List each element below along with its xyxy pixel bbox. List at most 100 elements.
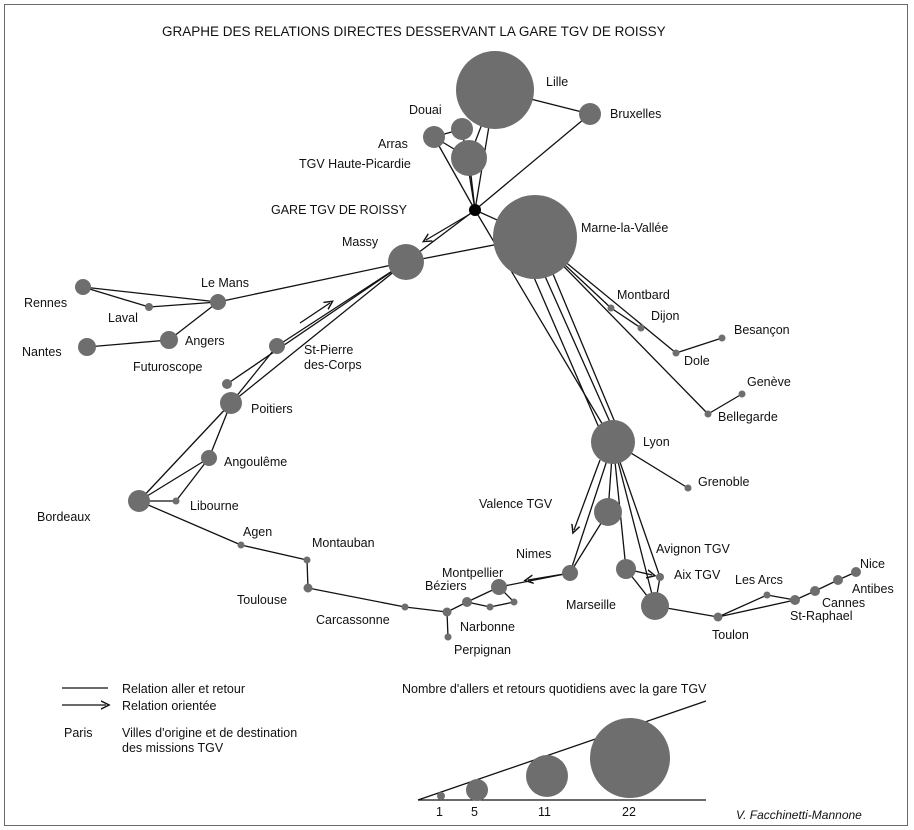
- label-montauban: Montauban: [312, 536, 375, 550]
- edge-sete-agde: [489, 601, 515, 608]
- node-agde: [510, 598, 518, 606]
- legend-size-5: [466, 779, 488, 801]
- node-toulouse: [303, 583, 313, 593]
- edge-lyon-nimes: [569, 441, 614, 574]
- edge-massy-lemans: [217, 261, 407, 303]
- node-lyon: [591, 420, 635, 464]
- edge-montauban-toulouse: [306, 559, 309, 589]
- node-dijon: [637, 324, 645, 332]
- label-les-arcs: Les Arcs: [735, 573, 783, 587]
- label-massy: Massy: [342, 235, 379, 249]
- edge-carcassonne-narbonne: [404, 606, 448, 613]
- label-toulon: Toulon: [712, 628, 749, 642]
- edge-marne-lyon-c: [547, 261, 625, 445]
- edge-roissy-bruxelles: [474, 113, 591, 211]
- label-besancon: Besançon: [734, 323, 790, 337]
- legend-arrow-label: Relation orientée: [122, 699, 217, 713]
- label-grenoble: Grenoble: [698, 475, 749, 489]
- label-avignon: Avignon TGV: [656, 542, 731, 556]
- edge-lemans-rennes: [82, 286, 219, 303]
- edge-roissy-massy-oriented: [426, 213, 471, 240]
- node-massy: [388, 244, 424, 280]
- legend-size-title: Nombre d'allers et retours quotidiens av…: [402, 682, 707, 696]
- label-lille: Lille: [546, 75, 568, 89]
- edge-lyon-aix: [612, 441, 661, 578]
- edge-bellegarde-geneve: [707, 393, 743, 415]
- edge-agen-montauban: [240, 544, 308, 561]
- node-narbonne: [442, 607, 452, 617]
- legend-wedge-top: [417, 700, 707, 801]
- diagram-title: GRAPHE DES RELATIONS DIRECTES DESSERVANT…: [162, 24, 666, 39]
- label-cannes: Cannes: [822, 596, 865, 610]
- label-antibes: Antibes: [852, 582, 894, 596]
- city-labels: Lille Douai Bruxelles Arras TGV Haute-Pi…: [22, 75, 894, 657]
- label-bruxelles: Bruxelles: [610, 107, 661, 121]
- label-perpignan: Perpignan: [454, 643, 511, 657]
- label-nantes: Nantes: [22, 345, 62, 359]
- label-carcassonne: Carcassonne: [316, 613, 390, 627]
- label-geneve: Genève: [747, 375, 791, 389]
- node-montbard: [607, 304, 615, 312]
- label-arras: Arras: [378, 137, 408, 151]
- label-dijon: Dijon: [651, 309, 680, 323]
- node-roissy-hub: [469, 204, 481, 216]
- legend-cities-label-1: Villes d'origine et de destination: [122, 726, 297, 740]
- node-rennes: [75, 279, 91, 295]
- node-nice: [851, 567, 861, 577]
- node-beziers: [462, 597, 472, 607]
- edge-rennes-laval: [82, 286, 150, 308]
- node-valence: [594, 498, 622, 526]
- label-marne: Marne-la-Vallée: [581, 221, 668, 235]
- label-le-mans: Le Mans: [201, 276, 249, 290]
- edge-nantes-angers: [86, 339, 170, 348]
- legend-size-label-1: 1: [436, 805, 443, 819]
- legend-size-label-22: 22: [622, 805, 636, 819]
- node-angouleme: [201, 450, 217, 466]
- node-marne: [493, 195, 577, 279]
- label-poitiers: Poitiers: [251, 402, 293, 416]
- label-rennes: Rennes: [24, 296, 67, 310]
- node-dole: [672, 349, 680, 357]
- label-haute-picardie: TGV Haute-Picardie: [299, 157, 411, 171]
- node-st-pierre: [269, 338, 285, 354]
- label-futuroscope: Futuroscope: [133, 360, 203, 374]
- node-grenoble: [684, 484, 692, 492]
- label-montbard: Montbard: [617, 288, 670, 302]
- node-arras: [423, 126, 445, 148]
- label-roissy-hub: GARE TGV DE ROISSY: [271, 203, 408, 217]
- edge-dole-besancon: [675, 337, 723, 354]
- edge-bordeaux-agen: [138, 500, 242, 546]
- edge-lyon-nimes-oriented: [574, 459, 601, 530]
- author-credit: V. Facchinetti-Mannone: [736, 808, 862, 822]
- node-agen: [237, 541, 245, 549]
- label-douai: Douai: [409, 103, 442, 117]
- edge-angouleme-bordeaux: [138, 457, 210, 502]
- label-valence: Valence TGV: [479, 497, 553, 511]
- edge-angouleme-libourne: [175, 457, 210, 502]
- label-libourne: Libourne: [190, 499, 239, 513]
- node-les-arcs: [763, 591, 771, 599]
- legend-size-11: [526, 755, 568, 797]
- edge-stpierre-poitiers: [230, 345, 278, 404]
- node-geneve: [738, 390, 746, 398]
- node-bellegarde: [704, 410, 712, 418]
- label-agen: Agen: [243, 525, 272, 539]
- label-marseille: Marseille: [566, 598, 616, 612]
- label-angouleme: Angoulême: [224, 455, 287, 469]
- node-douai: [451, 118, 473, 140]
- edge-toulouse-carcassonne: [307, 587, 406, 608]
- node-carcassonne: [401, 603, 409, 611]
- edge-poitiers-bordeaux: [138, 402, 232, 502]
- node-le-mans: [210, 294, 226, 310]
- edge-lyon-marseille: [612, 441, 656, 607]
- edge-massy-poitiers: [230, 261, 407, 404]
- label-lyon: Lyon: [643, 435, 670, 449]
- node-montauban: [303, 556, 311, 564]
- node-angers: [160, 331, 178, 349]
- node-futuroscope: [222, 379, 232, 389]
- edge-toulon-straphael: [717, 599, 796, 618]
- label-montpellier: Montpellier: [442, 566, 503, 580]
- edge-massy-futuro: [226, 261, 407, 385]
- node-perpignan: [444, 633, 452, 641]
